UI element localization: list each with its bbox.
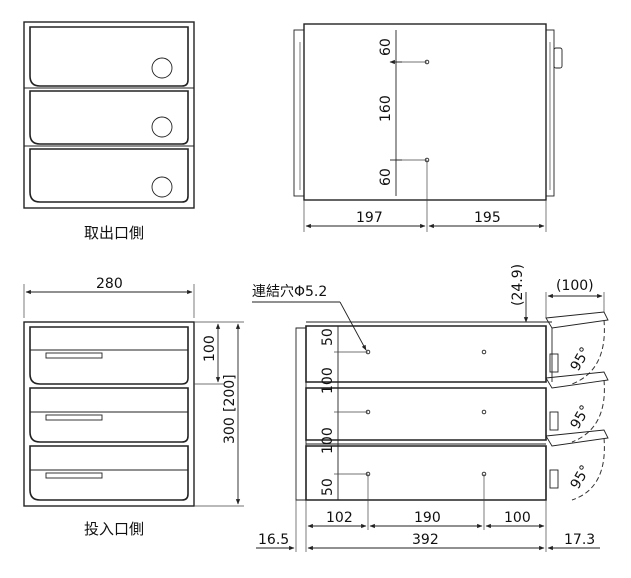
slot-icon: [45, 472, 103, 479]
inlet-drawer-2: [29, 387, 189, 443]
outlet-drawer-1: [29, 26, 189, 87]
stacked-side-view: [252, 292, 609, 552]
top-side-view: [293, 23, 563, 232]
dim-100-front: 100: [202, 335, 218, 362]
dim-100-bottom: 100: [504, 510, 531, 526]
dim-17-3: 17.3: [564, 532, 595, 548]
flap-3: [545, 429, 609, 501]
dim-50-bottom: 50: [320, 478, 336, 496]
outlet-side-view: [23, 21, 195, 209]
dim-60-top: 60: [378, 38, 394, 56]
outlet-drawer-2: [29, 90, 189, 145]
unit-2: [305, 387, 547, 445]
dim-200-bracket: [200]: [222, 374, 238, 412]
inlet-side-view: [23, 284, 244, 507]
dim-197: 197: [356, 210, 383, 226]
dim-190: 190: [414, 510, 441, 526]
angle-label-1: 95°: [568, 344, 594, 374]
unit-1: [305, 321, 552, 389]
outlet-drawer-3: [29, 148, 189, 203]
dim-24-9: (24.9): [510, 264, 526, 306]
inlet-drawer-1: [29, 326, 189, 385]
inlet-drawer-3: [29, 445, 189, 501]
lock-icon: [151, 57, 173, 79]
angle-label-2: 95°: [568, 402, 594, 432]
dim-280: 280: [96, 276, 123, 292]
dim-300: 300: [222, 417, 238, 444]
hole-mark: [481, 349, 487, 355]
flap-1: [545, 311, 609, 385]
lock-icon: [151, 176, 173, 198]
dim-195: 195: [474, 210, 501, 226]
angle-label-3: 95°: [568, 462, 594, 492]
slot-icon: [45, 414, 103, 421]
dim-16-5: 16.5: [258, 532, 289, 548]
dim-160: 160: [378, 95, 394, 122]
lock-icon: [151, 116, 173, 138]
dim-100-a: 100: [320, 367, 336, 394]
hole-label: 連結穴Φ5.2: [252, 284, 327, 300]
dim-50-top: 50: [320, 328, 336, 346]
flap-2: [545, 371, 609, 443]
slot-icon: [45, 352, 103, 359]
dim-392: 392: [412, 532, 439, 548]
dim-100-b: 100: [320, 427, 336, 454]
dim-102: 102: [326, 510, 353, 526]
unit-3: [305, 445, 547, 501]
hole-mark: [481, 409, 487, 415]
inlet-side-caption: 投入口側: [84, 520, 144, 538]
dim-100-paren: (100): [556, 278, 594, 294]
dim-60-bottom: 60: [378, 168, 394, 186]
outlet-side-caption: 取出口側: [84, 224, 144, 242]
